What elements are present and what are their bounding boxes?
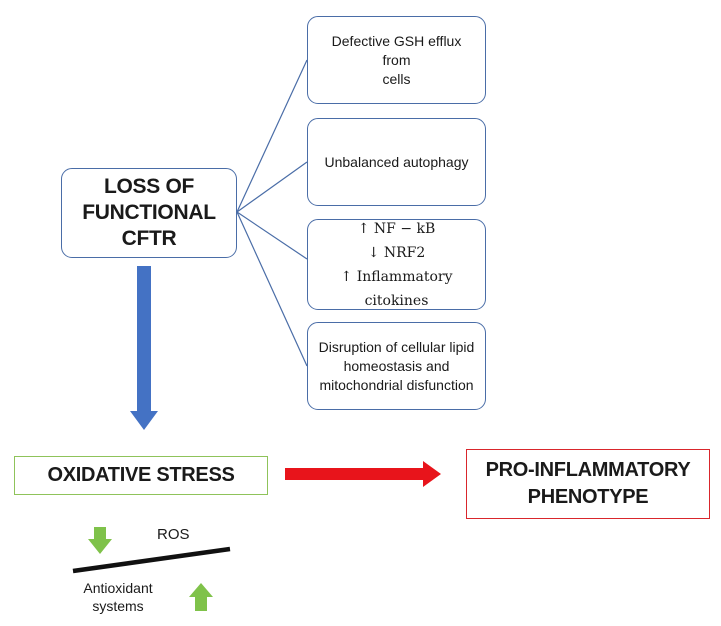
connector-to-effect-4 — [236, 211, 308, 367]
loss-of-functional-cftr-box: LOSS OF FUNCTIONAL CFTR — [61, 168, 237, 258]
nfkb-line: ↑ NF − kB — [357, 220, 436, 237]
loss-of-functional-cftr-label: LOSS OF FUNCTIONAL CFTR — [82, 175, 216, 250]
oxidative-stress-label: OXIDATIVE STRESS — [47, 464, 235, 486]
connector-to-effect-3 — [236, 211, 308, 260]
effect-inflammation-box: ↑ NF − kB ↓ NRF2 ↑ Inflammatory citokine… — [307, 219, 486, 310]
ros-label: ROS — [157, 526, 190, 543]
effect-gsh-efflux-box: Defective GSH efflux from cells — [307, 16, 486, 104]
effect-autophagy-box: Unbalanced autophagy — [307, 118, 486, 206]
effect-gsh-efflux-label: Defective GSH efflux from cells — [331, 32, 462, 87]
citokines-line: ↑ Inflammatory citokines — [340, 268, 453, 309]
effect-autophagy-label: Unbalanced autophagy — [324, 153, 469, 170]
nrf2-line: ↓ NRF2 — [367, 244, 426, 261]
pro-inflammatory-phenotype-box: PRO-INFLAMMATORY PHENOTYPE — [466, 449, 710, 519]
balance-beam — [72, 546, 231, 574]
effect-lipid-mitochondrial-label: Disruption of cellular lipid homeostasis… — [318, 338, 475, 393]
antioxidant-down-arrow — [88, 527, 112, 554]
pro-inflammatory-phenotype-label: PRO-INFLAMMATORY PHENOTYPE — [485, 459, 691, 508]
down-arrow — [130, 266, 158, 430]
oxidative-stress-box: OXIDATIVE STRESS — [14, 456, 268, 495]
connector-lines — [236, 59, 308, 367]
right-arrow — [285, 461, 441, 487]
antioxidant-systems-label: Antioxidant systems — [83, 580, 153, 614]
effect-lipid-mitochondrial-box: Disruption of cellular lipid homeostasis… — [307, 322, 486, 410]
ros-up-arrow — [189, 583, 213, 611]
connector-to-effect-2 — [236, 161, 308, 213]
connector-to-effect-1 — [236, 59, 308, 213]
